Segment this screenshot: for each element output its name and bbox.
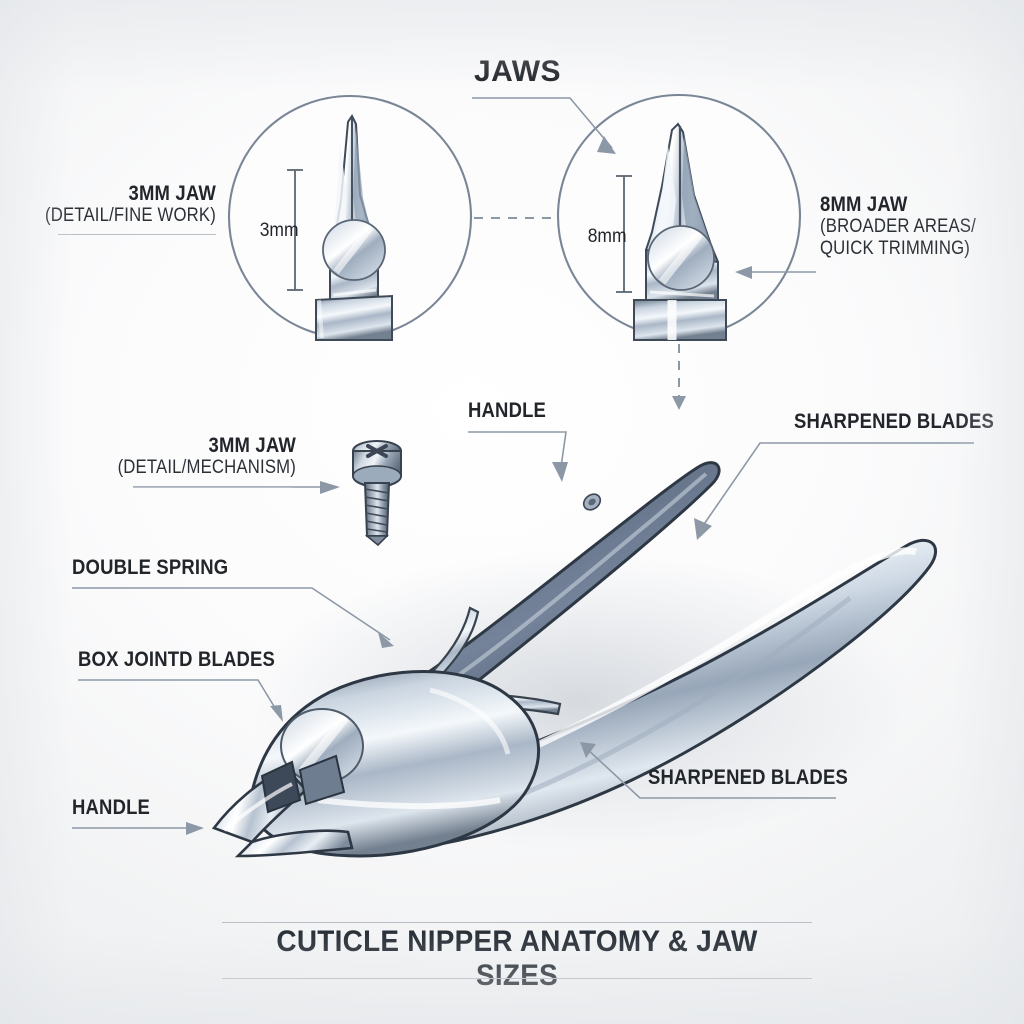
title-rule-top	[222, 922, 812, 923]
callout-3mm-jaw-rule	[58, 234, 216, 235]
callout-8mm-jaw: 8MM JAW (BROADER AREAS/ QUICK TRIMMING)	[820, 193, 997, 260]
callout-double-spring: DOUBLE SPRING	[72, 556, 250, 579]
callout-3mm-jaw-line2: (DETAIL/FINE WORK)	[45, 205, 216, 226]
callout-3mm-jaw: 3MM JAW (DETAIL/FINE WORK)	[0, 182, 216, 227]
callout-8mm-jaw-line2: (BROADER AREAS/	[820, 216, 976, 237]
callout-sharpened-blades-top-label: SHARPENED BLADES	[794, 410, 994, 433]
figure-title: CUTICLE NIPPER ANATOMY & JAW SIZES	[222, 925, 812, 993]
callout-handle-bottom: HANDLE	[72, 796, 161, 819]
callout-screw-rule	[133, 487, 293, 488]
inset-to-tool-dashed	[672, 344, 686, 410]
callout-8mm-jaw-line1: 8MM JAW	[820, 193, 908, 216]
callout-handle-bottom-label: HANDLE	[72, 796, 151, 819]
callout-sharpened-blades-bottom-label: SHARPENED BLADES	[648, 766, 848, 789]
callout-sharpened-blades-bottom: SHARPENED BLADES	[648, 766, 875, 789]
callout-double-spring-label: DOUBLE SPRING	[72, 556, 229, 579]
leader-blades-top	[694, 442, 974, 540]
callout-screw-line2: (DETAIL/MECHANISM)	[117, 457, 296, 478]
leader-handle-bottom	[72, 822, 204, 835]
callout-sharpened-blades-top: SHARPENED BLADES	[794, 410, 1021, 433]
dimension-label-3mm: 3mm	[259, 220, 299, 241]
callout-8mm-jaw-line3: QUICK TRIMMING)	[820, 238, 971, 259]
callout-screw: 3MM JAW (DETAIL/MECHANISM)	[0, 434, 296, 479]
figure-title-text: CUTICLE NIPPER ANATOMY & JAW SIZES	[276, 925, 758, 992]
callout-box-joint-blades-label: BOX JOINTD BLADES	[78, 648, 276, 671]
title-rule-bottom	[222, 978, 812, 979]
jaws-heading: JAWS	[474, 55, 562, 88]
callout-handle-top: HANDLE	[468, 399, 557, 422]
leader-handle-top	[468, 431, 568, 482]
callout-handle-top-label: HANDLE	[468, 399, 547, 422]
callout-box-joint-blades: BOX JOINTD BLADES	[78, 648, 302, 671]
dimension-label-8mm: 8mm	[587, 226, 627, 247]
callout-screw-line1: 3MM JAW	[208, 434, 296, 457]
screw-part	[352, 440, 402, 547]
callout-3mm-jaw-line1: 3MM JAW	[128, 182, 216, 205]
